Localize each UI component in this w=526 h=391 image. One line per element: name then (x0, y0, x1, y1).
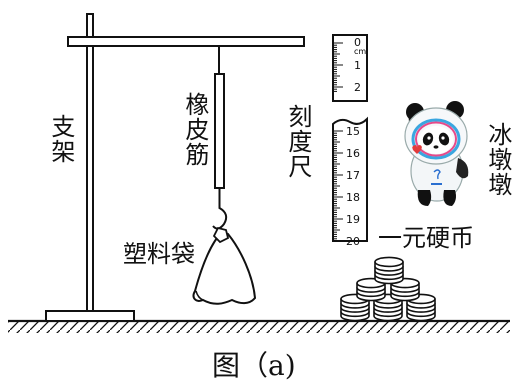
coin-stack (374, 256, 404, 285)
ruler-tick-label: 15 (346, 125, 360, 138)
stand-crossbar (67, 36, 305, 47)
stand (45, 13, 305, 322)
ruler-tick-label: 16 (346, 147, 360, 160)
ruler-tick-label: 2 (354, 81, 361, 94)
label-mascot: 冰墩墩 (483, 122, 512, 197)
stand-pole (86, 13, 94, 312)
ruler-tick-label: 19 (346, 213, 360, 226)
rubber-band-assembly (212, 46, 228, 230)
label-ruler: 刻度尺 (283, 104, 312, 179)
ruler-unit: cm (354, 47, 366, 56)
ruler-tick-label: 17 (346, 169, 360, 182)
figure-caption: 图（a) (212, 349, 296, 382)
ruler-bottom: 15 16 17 18 19 20 (332, 116, 368, 248)
bing-dwen-dwen-icon (404, 101, 469, 206)
ruler-tick-label: 0 (354, 36, 361, 49)
label-stand: 支架 (46, 114, 75, 164)
rubber-band (214, 73, 225, 189)
plastic-bag-icon (192, 226, 257, 305)
hook (212, 188, 228, 230)
coin-stack (390, 277, 420, 302)
coin-top (374, 256, 404, 268)
coin-stack-icon (340, 256, 436, 322)
label-bag: 塑料袋 (123, 240, 195, 268)
coin-stack (406, 293, 436, 322)
ruler-tick-label: 20 (346, 235, 360, 248)
stand-base (45, 310, 135, 322)
label-coins: 一元硬币 (378, 224, 474, 252)
ruler-tick-label: 18 (346, 191, 360, 204)
coin-stack (340, 293, 370, 322)
ruler-tick-label: 1 (354, 59, 361, 72)
ruler-top: cm 0 1 2 (332, 34, 368, 102)
ground (8, 319, 510, 333)
label-rubber-band: 橡皮筋 (180, 92, 209, 167)
